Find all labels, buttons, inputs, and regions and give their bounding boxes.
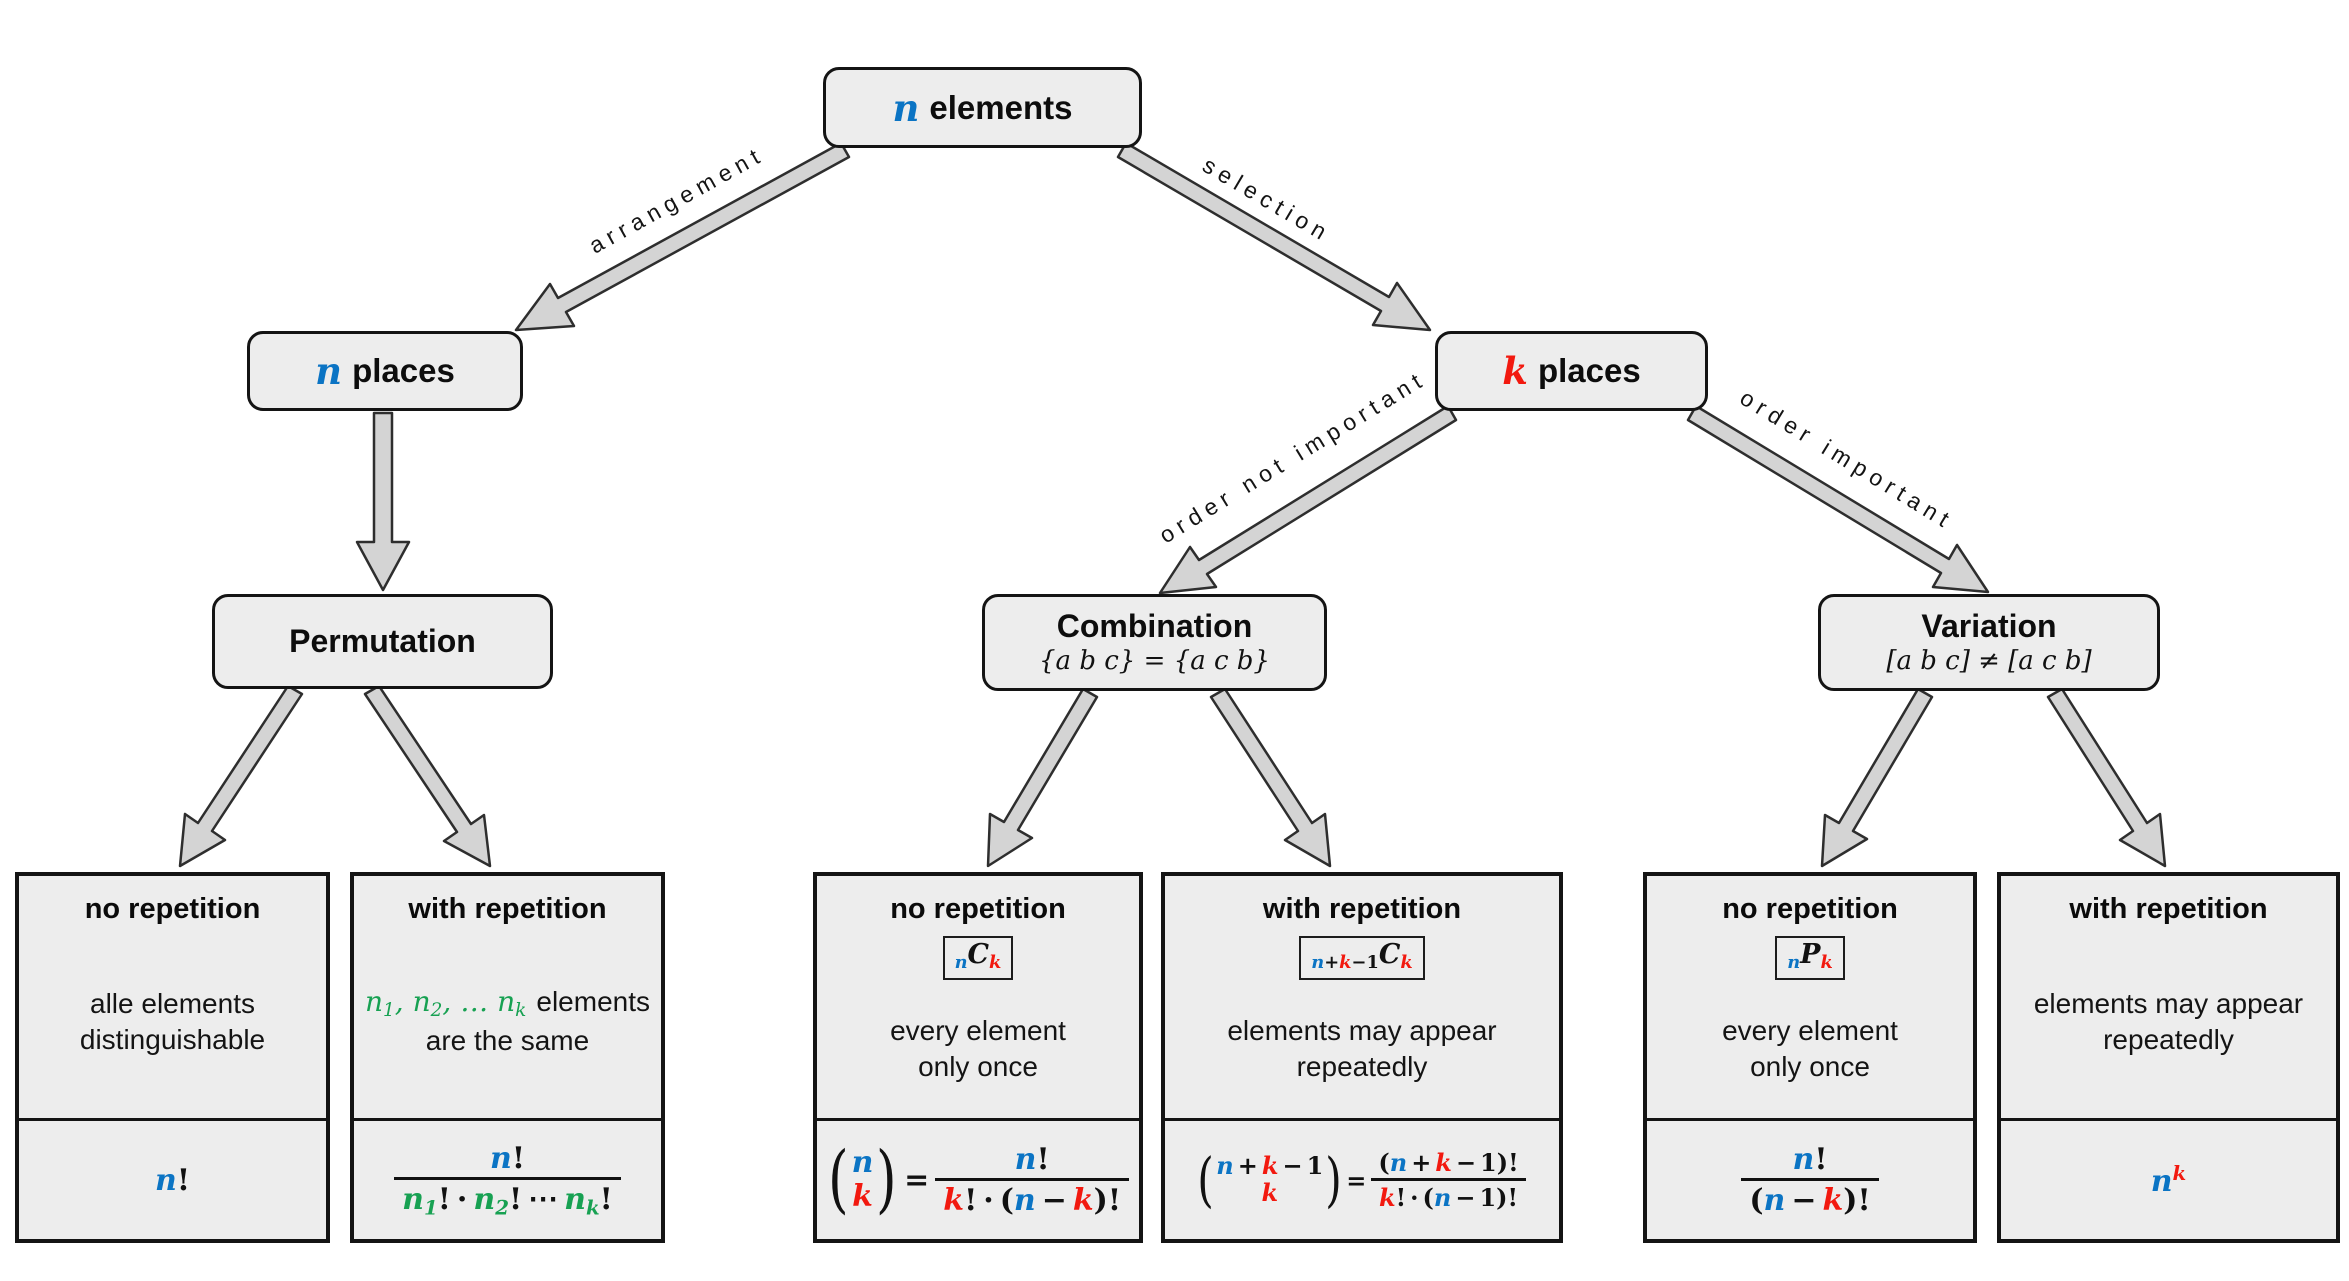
- node-n-elements: n elements: [823, 67, 1142, 148]
- arrow-order-not-important: [1158, 404, 1458, 595]
- n-variable: n: [892, 85, 920, 130]
- leaf-combination-with-repetition: with repetition n+k−1Ck elements may app…: [1161, 872, 1563, 1243]
- leaf-description: every element only once: [1722, 1014, 1898, 1083]
- symbol-nPk: nPk: [1775, 936, 1845, 981]
- node-subtitle: {a b c} = {a c b}: [1039, 646, 1270, 677]
- leaf-description: alle elements distinguishable: [79, 987, 266, 1055]
- node-variation: Variation [a b c] ≠ [a c b]: [1818, 594, 2160, 691]
- symbol-nCk: nCk: [942, 936, 1014, 981]
- node-combination: Combination {a b c} = {a c b}: [982, 594, 1327, 691]
- arrow-variation-to-with-repetition: [2046, 687, 2167, 868]
- leaf-variation-no-repetition: no repetition nPk every element only onc…: [1643, 872, 1977, 1243]
- leaf-variation-with-repetition: with repetition elements may appear repe…: [1997, 872, 2340, 1243]
- leaf-description: elements may appear repeatedly: [1227, 1014, 1497, 1083]
- leaf-description: elements may appear repeatedly: [2033, 987, 2304, 1055]
- leaf-formula: n! n1!·n2!⋯nk!: [354, 1118, 661, 1239]
- node-label: elements: [929, 88, 1073, 126]
- leaf-title: with repetition: [2069, 893, 2268, 925]
- leaf-permutation-no-repetition: no repetition alle elements distinguisha…: [15, 872, 330, 1243]
- leaf-title: no repetition: [84, 893, 261, 925]
- node-title: Combination: [1056, 607, 1253, 644]
- node-title: Variation: [1921, 607, 2057, 644]
- node-subtitle: [a b c] ≠ [a c b]: [1886, 646, 2092, 677]
- leaf-title: with repetition: [1262, 893, 1462, 925]
- arrow-combination-to-with-repetition: [1209, 687, 1332, 868]
- symbol-n+k-1Ck: n+k−1Ck: [1299, 936, 1425, 981]
- leaf-title: no repetition: [890, 893, 1066, 925]
- node-label: places: [1537, 352, 1641, 389]
- node-n-places: n places: [247, 331, 523, 411]
- leaf-formula: n! (n−k)!: [1647, 1118, 1973, 1239]
- node-title: Permutation: [289, 623, 476, 659]
- leaf-formula: nk: [2001, 1118, 2336, 1239]
- node-permutation: Permutation: [212, 594, 553, 689]
- leaf-title: with repetition: [408, 893, 607, 925]
- arrow-arrangement: [514, 141, 851, 332]
- arrow-permutation-to-with-repetition: [363, 684, 492, 868]
- node-label: places: [352, 352, 455, 389]
- leaf-description: every element only once: [890, 1014, 1066, 1083]
- n-variable: n: [315, 349, 343, 393]
- arrow-combination-to-no-repetition: [986, 687, 1099, 868]
- k-variable: k: [1502, 349, 1528, 393]
- leaf-formula: n!: [19, 1118, 326, 1239]
- leaf-combination-no-repetition: no repetition nCk every element only onc…: [813, 872, 1143, 1243]
- arrow-nplaces-to-permutation: [355, 411, 411, 592]
- node-k-places: k places: [1435, 331, 1708, 411]
- arrow-permutation-to-no-repetition: [178, 684, 304, 868]
- arrow-order-important: [1686, 404, 1990, 594]
- math-n1n2nk: n1, n2, … nk: [364, 985, 527, 1022]
- leaf-title: no repetition: [1722, 893, 1898, 925]
- arrow-variation-to-no-repetition: [1820, 687, 1934, 868]
- arrow-selection: [1116, 141, 1432, 332]
